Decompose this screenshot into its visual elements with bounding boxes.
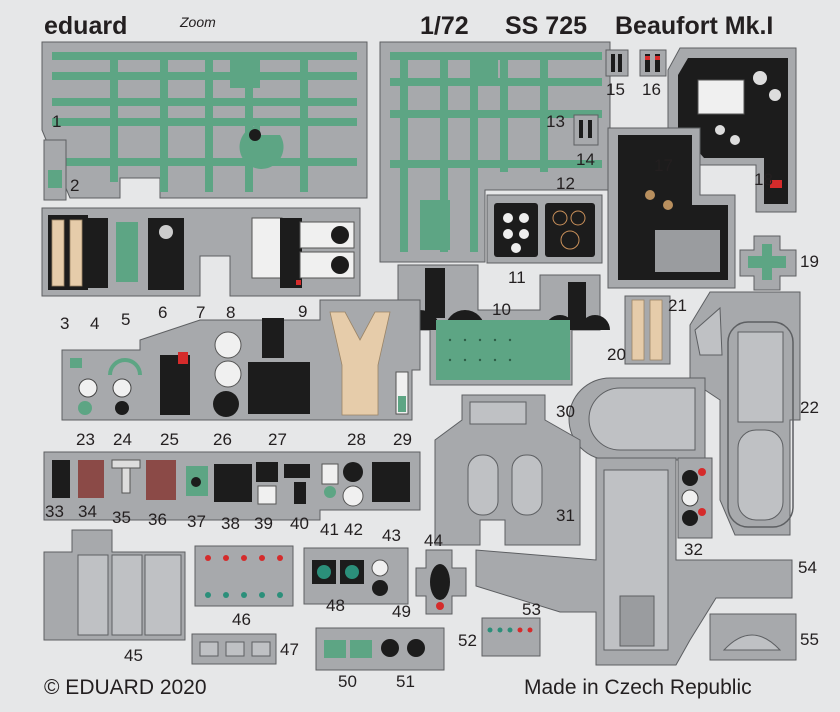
- part-number: 15: [606, 80, 625, 99]
- part-54-floor: [475, 457, 793, 666]
- set-code: SS 725: [505, 12, 588, 40]
- part-number: 18: [754, 170, 773, 189]
- zoom-logo: Zoom: [180, 14, 216, 30]
- part-number: 5: [121, 310, 131, 329]
- part-number: 31: [556, 506, 575, 525]
- part-number: 32: [684, 540, 703, 559]
- part-number: 28: [347, 430, 366, 449]
- part-16: [639, 49, 667, 77]
- parts-3-9-block: [41, 207, 361, 297]
- part-1-panel: [41, 41, 368, 199]
- part-32: [677, 457, 713, 539]
- part-46: [194, 545, 294, 607]
- part-number: 54: [798, 558, 817, 577]
- part-10-floor: [397, 264, 610, 386]
- part-number: 51: [396, 672, 415, 691]
- part-45: [43, 529, 186, 641]
- part-13-panel: [379, 41, 611, 263]
- part-15: [605, 49, 629, 77]
- part-number: 44: [424, 531, 443, 550]
- part-2: [43, 139, 67, 201]
- part-44: [415, 549, 467, 615]
- part-number: 45: [124, 646, 143, 665]
- part-number: 13: [546, 112, 565, 131]
- part-number: 35: [112, 508, 131, 527]
- part-number: 23: [76, 430, 95, 449]
- model-name: Beaufort Mk.I: [615, 12, 774, 40]
- part-number: 11: [508, 268, 526, 287]
- part-number: 6: [158, 303, 168, 322]
- part-number: 17: [654, 156, 673, 175]
- part-number: 20: [607, 345, 626, 364]
- part-31-pedals: [434, 394, 581, 546]
- part-number: 55: [800, 630, 819, 649]
- part-20-21-belts: [624, 295, 671, 365]
- part-number: 46: [232, 610, 251, 629]
- part-number: 22: [800, 398, 819, 417]
- part-number: 34: [78, 502, 97, 521]
- part-14: [573, 114, 599, 146]
- brand-logo: eduard: [44, 12, 128, 40]
- part-number: 16: [642, 80, 661, 99]
- part-50-51: [315, 627, 445, 671]
- part-number: 47: [280, 640, 299, 659]
- part-30-armor: [568, 377, 706, 461]
- part-number: 52: [458, 631, 477, 650]
- part-number: 25: [160, 430, 179, 449]
- part-47: [191, 633, 277, 665]
- part-number: 41: [320, 520, 339, 539]
- part-number: 37: [187, 512, 206, 531]
- part-55: [709, 613, 797, 661]
- part-number: 50: [338, 672, 357, 691]
- part-number: 38: [221, 514, 240, 533]
- part-number: 4: [90, 314, 100, 333]
- part-number: 2: [70, 176, 80, 195]
- part-number: 30: [556, 402, 575, 421]
- part-11-12: [486, 194, 603, 264]
- part-18-panel: [667, 47, 797, 213]
- part-number: 14: [576, 150, 595, 169]
- part-number: 24: [113, 430, 132, 449]
- part-28-harness: [329, 311, 391, 416]
- part-number: 19: [800, 252, 819, 271]
- part-number: 36: [148, 510, 167, 529]
- scale-label: 1/72: [420, 12, 469, 40]
- part-number: 43: [382, 526, 401, 545]
- part-number: 1: [52, 112, 62, 131]
- part-number: 26: [213, 430, 232, 449]
- part-48-49: [303, 547, 409, 605]
- part-number: 8: [226, 303, 236, 322]
- part-number: 42: [344, 520, 363, 539]
- part-number: 3: [60, 314, 70, 333]
- parts-23-29-row: [61, 299, 421, 421]
- part-number: 7: [196, 303, 206, 322]
- part-number: 12: [556, 174, 575, 193]
- part-22-seat: [689, 291, 801, 536]
- part-19: [739, 235, 797, 291]
- copyright: © EDUARD 2020: [44, 676, 207, 699]
- part-17-panel: [607, 127, 736, 289]
- part-number: 48: [326, 596, 345, 615]
- part-number: 33: [45, 502, 64, 521]
- made-in: Made in Czech Republic: [524, 676, 752, 699]
- part-52-53: [481, 617, 541, 657]
- part-number: 10: [492, 300, 511, 319]
- part-number: 21: [668, 296, 687, 315]
- part-number: 49: [392, 602, 411, 621]
- part-number: 27: [268, 430, 287, 449]
- part-number: 39: [254, 514, 273, 533]
- part-number: 9: [298, 302, 308, 321]
- part-number: 53: [522, 600, 541, 619]
- parts-33-43-row: [43, 451, 421, 521]
- part-number: 40: [290, 514, 309, 533]
- part-number: 29: [393, 430, 412, 449]
